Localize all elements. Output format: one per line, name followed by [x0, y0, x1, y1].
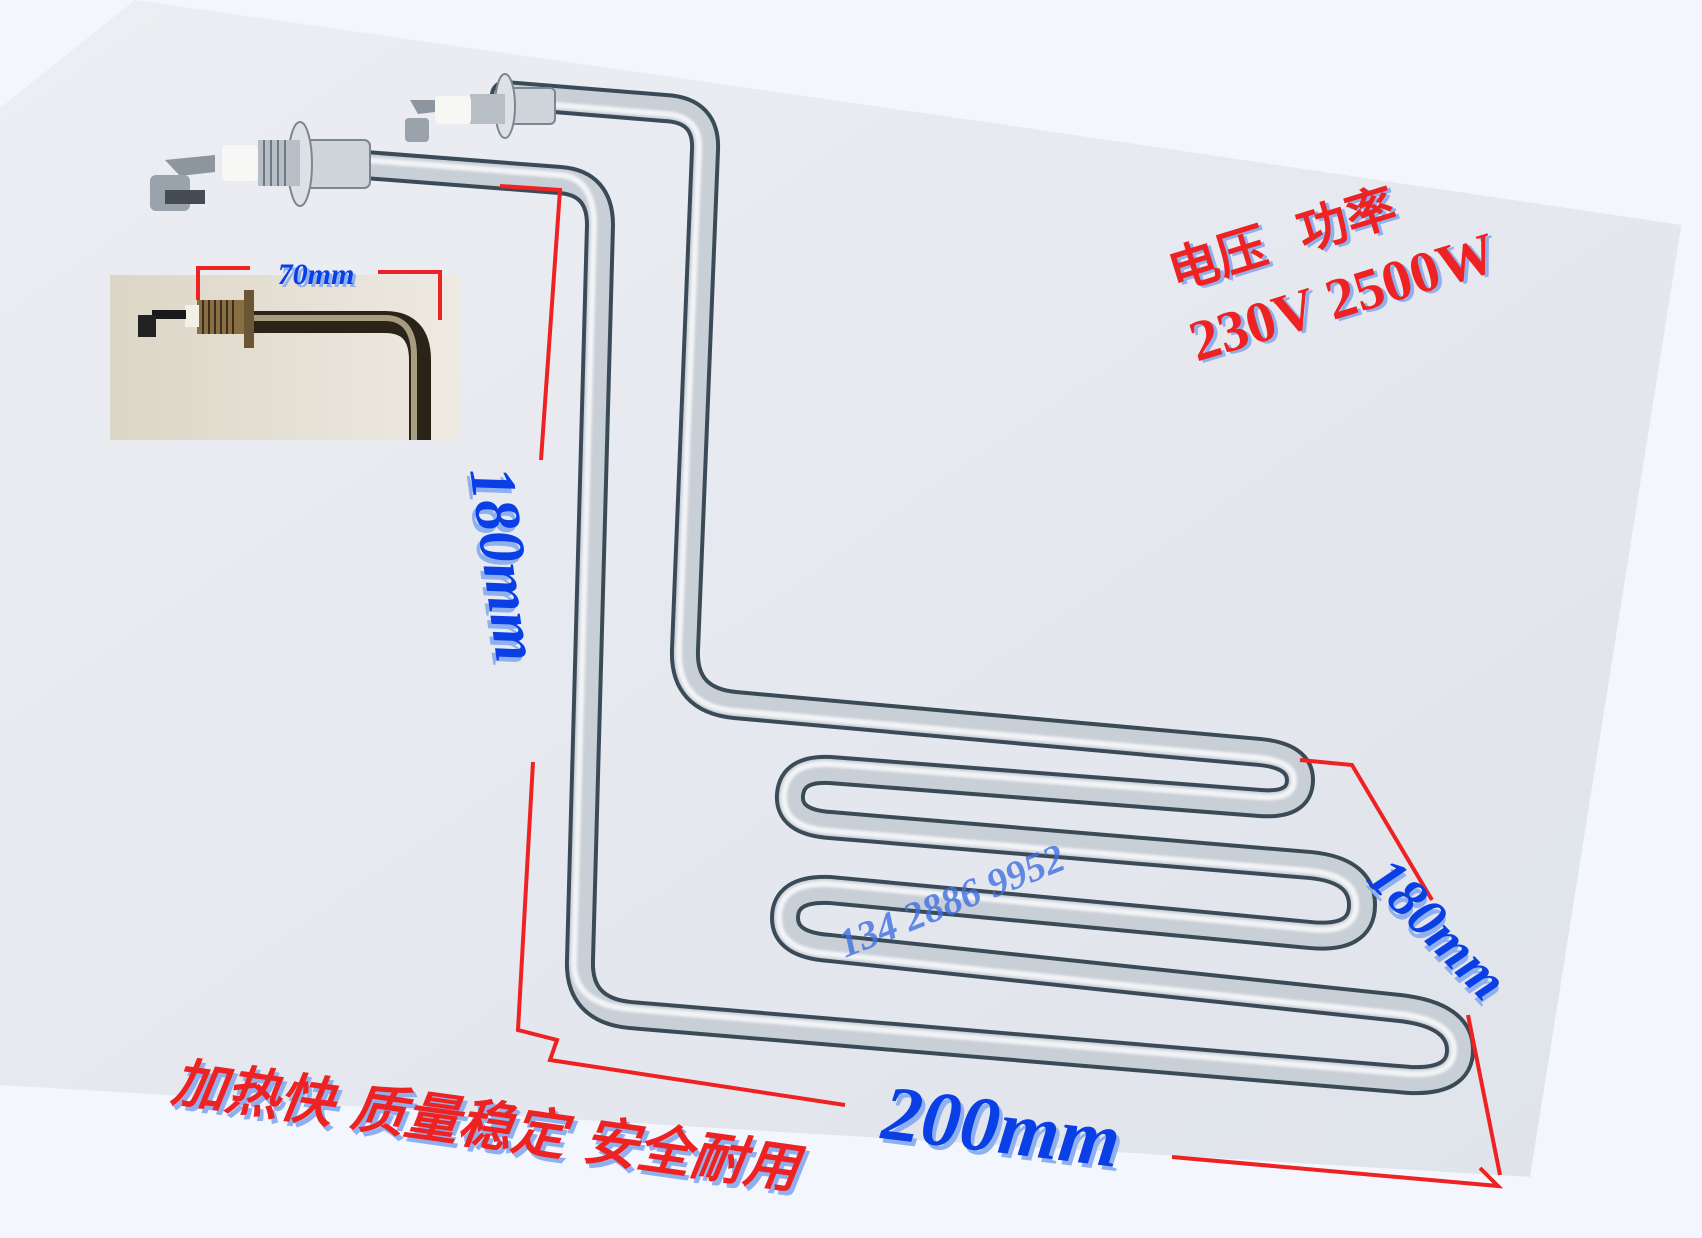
left-terminal-fitting [150, 121, 371, 211]
background-corner [135, 0, 1702, 228]
background-bottom [0, 1085, 1702, 1233]
heating-element [150, 73, 1475, 1096]
inset-dimension-shadow: 70mm [281, 261, 358, 294]
right-terminal-fitting [405, 73, 556, 142]
inset-dimension-label: 70mm [278, 258, 355, 291]
dimension-lines [499, 184, 1504, 1189]
terminal-detail-inset: 70mm 70mm [110, 258, 460, 440]
